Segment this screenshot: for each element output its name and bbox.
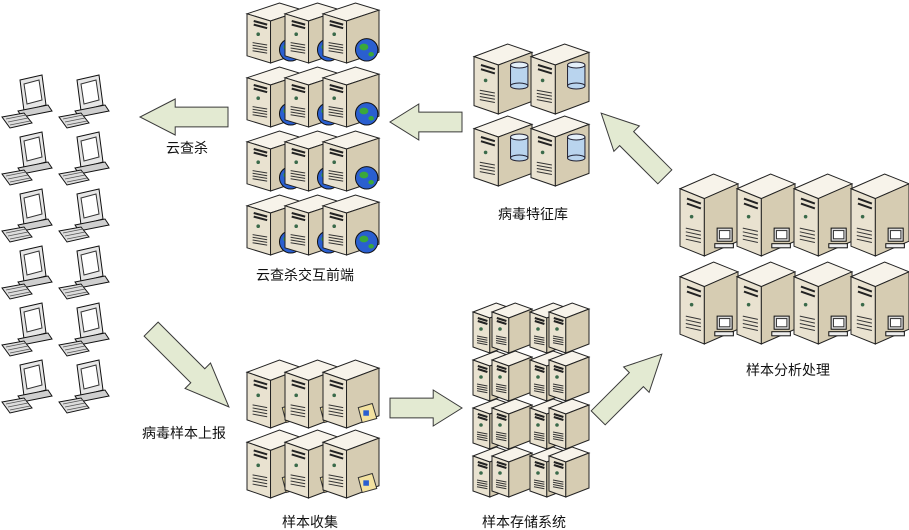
database-icon xyxy=(510,133,529,162)
server-icon xyxy=(490,302,534,354)
client-pc-icon xyxy=(1,188,53,243)
server-icon xyxy=(547,302,591,354)
server-icon xyxy=(735,261,797,345)
client-pc-icon xyxy=(58,302,110,357)
label-cloud-frontend: 云查杀交互前端 xyxy=(256,268,354,284)
server-icon xyxy=(547,350,591,402)
server-icon xyxy=(547,398,591,450)
server-icon xyxy=(735,173,797,257)
arrow-left-signature-to-frontend xyxy=(389,103,463,141)
server-icon xyxy=(490,350,534,402)
client-pc-icon xyxy=(58,188,110,243)
server-icon xyxy=(472,43,534,115)
server-icon xyxy=(490,398,534,450)
client-pc-icon xyxy=(58,245,110,300)
server-icon xyxy=(849,261,909,345)
client-pc-icon xyxy=(1,131,53,186)
server-icon xyxy=(529,43,591,115)
client-pc-icon xyxy=(58,131,110,186)
server-icon xyxy=(321,359,381,429)
database-icon xyxy=(567,133,586,162)
folder-icon xyxy=(357,402,378,424)
database-icon xyxy=(567,61,586,90)
label-cloud-kill: 云查杀 xyxy=(166,141,208,157)
server-icon xyxy=(321,130,381,192)
client-pc-icon xyxy=(58,74,110,129)
arrow-storage-to-analysis xyxy=(590,353,663,426)
client-pc-icon xyxy=(1,359,53,414)
globe-icon xyxy=(354,38,379,62)
folder-icon xyxy=(357,472,378,494)
label-sample-collection: 样本收集 xyxy=(282,515,338,530)
client-pc-icon xyxy=(1,245,53,300)
monitor-icon xyxy=(771,315,791,337)
server-icon xyxy=(678,173,740,257)
monitor-icon xyxy=(771,227,791,249)
label-virus-sample-report: 病毒样本上报 xyxy=(142,426,226,442)
server-icon xyxy=(547,446,591,498)
server-icon xyxy=(529,115,591,187)
arrow-collection-to-storage xyxy=(389,389,463,427)
globe-icon xyxy=(354,166,379,190)
server-icon xyxy=(321,194,381,256)
arrow-report-to-collection xyxy=(143,321,230,408)
server-icon xyxy=(321,429,381,499)
server-icon xyxy=(792,261,854,345)
globe-icon xyxy=(354,230,379,254)
monitor-icon xyxy=(828,315,848,337)
globe-icon xyxy=(354,102,379,126)
label-sample-analysis: 样本分析处理 xyxy=(746,363,830,379)
server-icon xyxy=(472,115,534,187)
client-pc-icon xyxy=(1,74,53,129)
client-pc-icon xyxy=(1,302,53,357)
monitor-icon xyxy=(885,315,905,337)
server-icon xyxy=(678,261,740,345)
label-virus-signature-db: 病毒特征库 xyxy=(498,207,568,223)
monitor-icon xyxy=(885,227,905,249)
client-pc-icon xyxy=(58,359,110,414)
server-icon xyxy=(490,446,534,498)
database-icon xyxy=(510,61,529,90)
arrow-left-cloud-kill xyxy=(138,98,229,136)
monitor-icon xyxy=(828,227,848,249)
monitor-icon xyxy=(714,315,734,337)
arrow-analysis-to-signature xyxy=(600,112,673,185)
monitor-icon xyxy=(714,227,734,249)
server-icon xyxy=(321,66,381,128)
server-icon xyxy=(849,173,909,257)
server-icon xyxy=(321,2,381,64)
server-icon xyxy=(792,173,854,257)
label-sample-storage: 样本存储系统 xyxy=(482,515,566,530)
